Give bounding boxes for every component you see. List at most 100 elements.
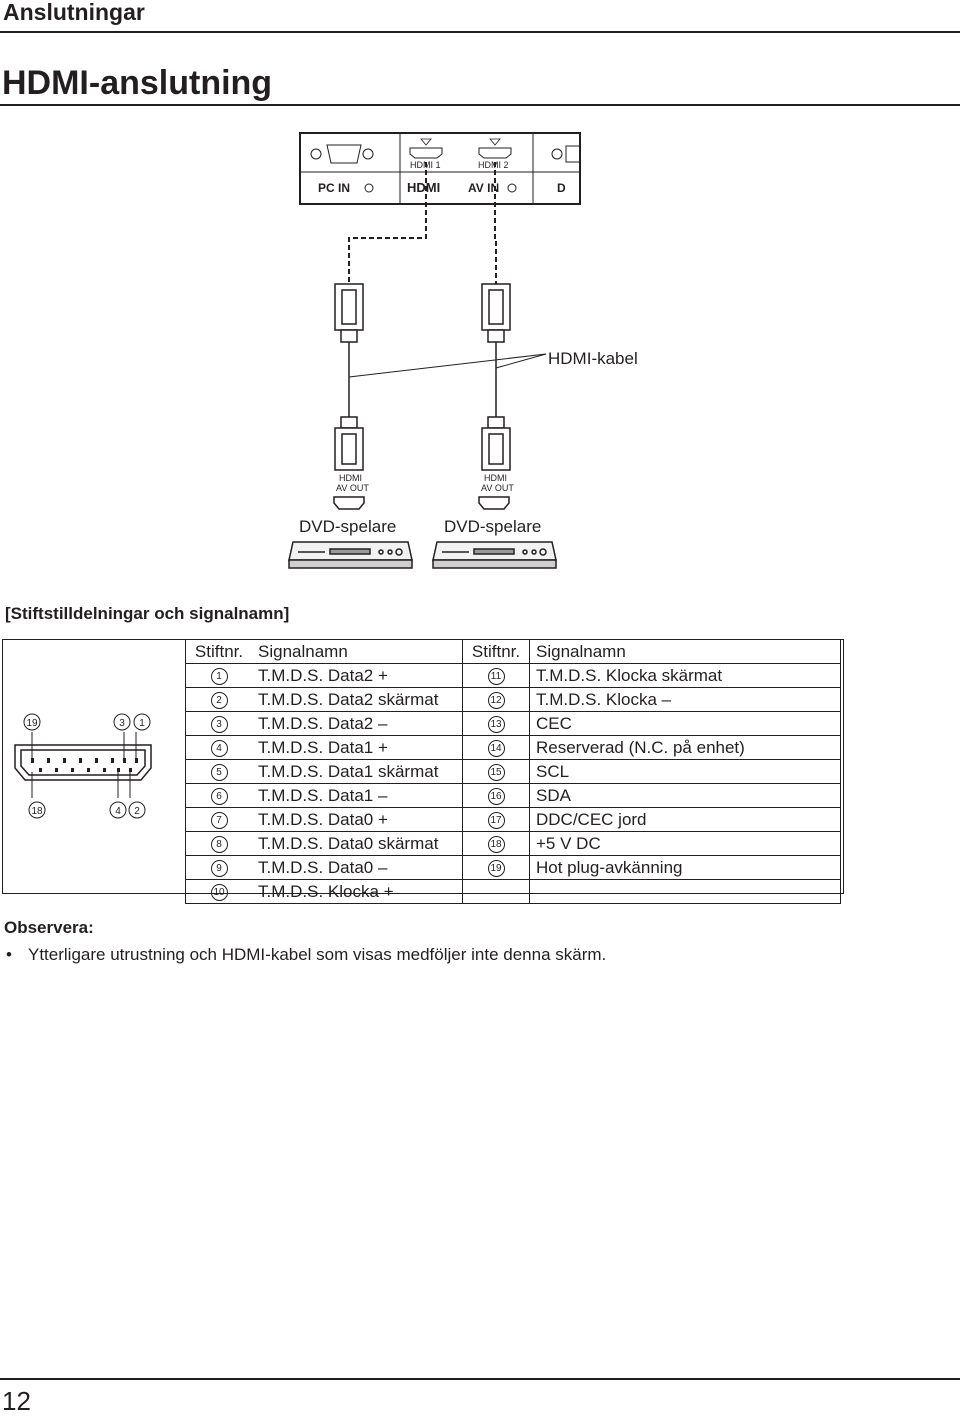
- page-number: 12: [2, 1386, 31, 1416]
- note-heading: Observera:: [4, 918, 94, 937]
- signal-name-cell: T.M.D.S. Data1 skärmat: [252, 759, 463, 784]
- device2-label: DVD-spelare: [444, 517, 541, 536]
- cable-label: HDMI-kabel: [548, 349, 638, 368]
- device2-port-label: HDMI: [484, 473, 507, 483]
- title-rule: [0, 104, 960, 106]
- cable-routes: [348, 162, 497, 284]
- signal-name-cell: T.M.D.S. Klocka –: [529, 687, 841, 712]
- pin-number: 8: [210, 836, 228, 854]
- pin-number-cell: 2: [185, 687, 252, 712]
- pin-number-cell: 13: [462, 711, 530, 736]
- pin-number-cell: 4: [185, 735, 252, 760]
- device1-port-sub: AV OUT: [336, 483, 369, 493]
- pin-number: 16: [487, 788, 505, 806]
- pin-number-cell: 10: [185, 879, 252, 904]
- pin-number-cell: 18: [462, 831, 530, 856]
- pin-number: 2: [210, 692, 228, 710]
- pin-number-cell: 12: [462, 687, 530, 712]
- pin-number-cell: 7: [185, 807, 252, 832]
- pin-number-cell: 9: [185, 855, 252, 880]
- av-in-label: AV IN: [468, 181, 499, 195]
- hdmi-cable-left: [334, 283, 364, 471]
- table-header-cell: Stiftnr.: [462, 639, 530, 664]
- table-header-cell: Signalnamn: [529, 639, 841, 664]
- hdmi-connector-pin-diagram: 19 3 1 18 4 2: [14, 713, 152, 819]
- pc-in-label: PC IN: [318, 181, 350, 195]
- device2-port-sub: AV OUT: [481, 483, 514, 493]
- pin-number-cell: [462, 879, 530, 904]
- pin-number: 11: [487, 668, 505, 686]
- pin-number: 15: [487, 764, 505, 782]
- signal-name-cell: Hot plug-avkänning: [529, 855, 841, 880]
- table-row: 9 T.M.D.S. Data0 – 19 Hot plug-avkänning: [185, 855, 841, 880]
- device2-hdmi-port-icon: [478, 496, 510, 510]
- pin-number: 7: [210, 812, 228, 830]
- pin-label: 19: [26, 718, 38, 729]
- note-text: Ytterligare utrustning och HDMI-kabel so…: [28, 945, 607, 964]
- signal-name-cell: T.M.D.S. Data1 +: [252, 735, 463, 760]
- cable-callout: [348, 353, 547, 378]
- table-row: 8 T.M.D.S. Data0 skärmat 18 +5 V DC: [185, 831, 841, 856]
- footer-rule: [0, 1378, 960, 1380]
- signal-name-cell: SCL: [529, 759, 841, 784]
- pin-label: 4: [115, 806, 121, 817]
- hdmi2-port-icon: [478, 138, 512, 159]
- signal-name-cell: T.M.D.S. Data0 +: [252, 807, 463, 832]
- pin-number: 18: [487, 836, 505, 854]
- signal-name-cell: T.M.D.S. Data2 skärmat: [252, 687, 463, 712]
- table-header-cell: Stiftnr.: [185, 639, 252, 664]
- pin-number-cell: 1: [185, 663, 252, 688]
- table-row: 3 T.M.D.S. Data2 – 13 CEC: [185, 711, 841, 736]
- signal-name-cell: T.M.D.S. Data0 skärmat: [252, 831, 463, 856]
- hdmi-connection-diagram: HDMI 1 HDMI 2 PC IN HDMI AV IN D HDMI-k: [288, 132, 638, 569]
- display-rear-panel: HDMI 1 HDMI 2 PC IN HDMI AV IN D: [299, 132, 581, 205]
- signal-name-cell: Reserverad (N.C. på enhet): [529, 735, 841, 760]
- signal-name-cell: T.M.D.S. Data0 –: [252, 855, 463, 880]
- pin-number: 4: [210, 740, 228, 758]
- hdmi1-port-icon: [409, 138, 443, 159]
- pin-number: 19: [487, 860, 505, 878]
- signal-name-cell: +5 V DC: [529, 831, 841, 856]
- device1-port-label: HDMI: [339, 473, 362, 483]
- dvi-port-icon: [551, 145, 581, 163]
- pin-label: 18: [31, 806, 43, 817]
- pin-number: 13: [487, 716, 505, 734]
- pin-number-cell: 3: [185, 711, 252, 736]
- signal-name-cell: T.M.D.S. Klocka skärmat: [529, 663, 841, 688]
- signal-name-cell: DDC/CEC jord: [529, 807, 841, 832]
- page-title: HDMI-anslutning: [2, 64, 273, 102]
- signal-name-cell: T.M.D.S. Data2 –: [252, 711, 463, 736]
- table-row: 1 T.M.D.S. Data2 + 11 T.M.D.S. Klocka skärm…: [185, 663, 841, 688]
- signal-name-cell: CEC: [529, 711, 841, 736]
- pin-number-cell: 14: [462, 735, 530, 760]
- pin-label: 3: [119, 718, 125, 729]
- dvd-player-icon: [432, 541, 557, 569]
- pin-number: 9: [210, 860, 228, 878]
- signal-name-cell: T.M.D.S. Data2 +: [252, 663, 463, 688]
- signal-name-cell: T.M.D.S. Klocka +: [252, 879, 463, 904]
- pin-number-cell: 16: [462, 783, 530, 808]
- pin-number: 3: [210, 716, 228, 734]
- pin-number-cell: 6: [185, 783, 252, 808]
- device1-hdmi-port-icon: [333, 496, 365, 510]
- pin-label: 2: [134, 806, 140, 817]
- pin-number: 1: [210, 668, 228, 686]
- pin-number: 10: [210, 884, 228, 902]
- partial-label: D: [557, 181, 566, 195]
- note-bullet: •: [6, 945, 12, 964]
- signal-name-cell: [529, 879, 841, 904]
- pin-number-cell: 11: [462, 663, 530, 688]
- section-heading: [Stiftstilldelningar och signalnamn]: [5, 604, 290, 623]
- signal-name-cell: T.M.D.S. Data1 –: [252, 783, 463, 808]
- pin-label: 1: [139, 718, 145, 729]
- table-row: 10 T.M.D.S. Klocka +: [185, 879, 841, 904]
- pin-number-cell: 8: [185, 831, 252, 856]
- pin-number: 14: [487, 740, 505, 758]
- header-title: Anslutningar: [3, 0, 145, 25]
- header-rule: [0, 31, 960, 33]
